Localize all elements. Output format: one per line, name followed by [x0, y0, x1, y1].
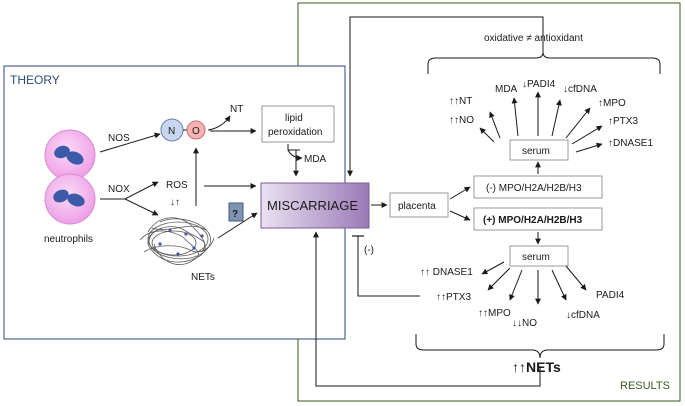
- lipid-line1: lipid: [285, 113, 303, 124]
- bottom-mpo: ↑↑MPO: [478, 308, 511, 319]
- miscarriage-label: MISCARRIAGE: [267, 198, 358, 213]
- top-padi4: ↓PADI4: [522, 79, 556, 90]
- nox-arrow-ros: [124, 181, 159, 200]
- question-box: [228, 202, 244, 222]
- ptx3-inhibit-line: [357, 236, 420, 297]
- bottom-dnase1: ↑↑ DNASE1: [420, 267, 473, 278]
- nitric-oxide-molecule: N O: [160, 118, 206, 142]
- positive-marker-label: (+) MPO/H2A/H2B/H3: [483, 215, 583, 226]
- nos-label: NOS: [108, 133, 130, 144]
- nets-to-miscarriage-arrow: [217, 212, 258, 239]
- placenta-to-neg-arrow: [449, 186, 471, 200]
- negative-marker-label: (-) MPO/H2A/H2B/H3: [486, 183, 582, 194]
- nox-label: NOX: [108, 184, 130, 195]
- nets-illustration: [139, 217, 215, 265]
- nets-label: NETs: [191, 272, 215, 283]
- neutrophil-bottom: [44, 173, 96, 225]
- serum-bottom-label: serum: [522, 252, 550, 263]
- nets-dots: [158, 228, 204, 256]
- nets-result-label: ↑↑NETs: [512, 359, 561, 375]
- nos-arrow: [99, 132, 161, 153]
- top-mpo: ↑MPO: [598, 98, 626, 109]
- serum-top-label: serum: [522, 146, 550, 157]
- inhibit-label: (-): [364, 245, 374, 256]
- positive-marker-box: [473, 207, 603, 231]
- top-no: ↑↑NO: [449, 115, 474, 126]
- bottom-bracket: [415, 334, 665, 359]
- nt-arrow: [207, 115, 231, 131]
- miscarriage-box: [260, 182, 370, 229]
- ros-arrows: ↓↑: [170, 197, 180, 208]
- serum-bottom-box: [509, 245, 569, 267]
- neutrophils-label: neutrophils: [44, 234, 93, 245]
- placenta-box: [389, 192, 449, 218]
- n-atom-label: N: [168, 126, 175, 137]
- theory-label: THEORY: [10, 73, 60, 87]
- bottom-cfdna: ↓cfDNA: [566, 310, 600, 321]
- lipid-peroxidation-box: [261, 105, 335, 143]
- top-radial-arrows: [479, 91, 603, 153]
- results-label: RESULTS: [620, 380, 670, 392]
- bottom-padi4: PADI4: [596, 290, 625, 301]
- bottom-radial-arrows: [481, 261, 587, 305]
- question-mark: ?: [232, 209, 238, 220]
- ros-label: ROS: [166, 180, 188, 191]
- top-dnase1: ↑DNASE1: [608, 138, 653, 149]
- placenta-label: placenta: [398, 201, 436, 212]
- bottom-no: ↓↓NO: [512, 318, 537, 329]
- top-nt: ↑↑NT: [449, 96, 472, 107]
- o-atom-label: O: [192, 126, 200, 137]
- nets-feedback-arrow: [313, 231, 541, 387]
- oxidative-feedback-arrow: [347, 16, 544, 177]
- lipid-line2: peroxidation: [268, 127, 322, 138]
- top-bracket: [427, 51, 661, 74]
- bottom-ptx3: ↑↑PTX3: [436, 292, 471, 303]
- mda-label: MDA: [304, 154, 327, 165]
- nox-arrow-nets: [124, 198, 159, 216]
- negative-marker-box: [473, 175, 603, 199]
- serum-top-box: [509, 139, 569, 161]
- top-ptx3: ↑PTX3: [608, 116, 638, 127]
- top-cfdna: ↓cfDNA: [563, 84, 597, 95]
- neutrophil-top: [44, 129, 96, 181]
- oxidative-label: oxidative ≠ antioxidant: [484, 33, 583, 44]
- nt-label: NT: [230, 104, 243, 115]
- placenta-to-pos-arrow: [449, 210, 471, 221]
- top-mda: MDA: [495, 84, 518, 95]
